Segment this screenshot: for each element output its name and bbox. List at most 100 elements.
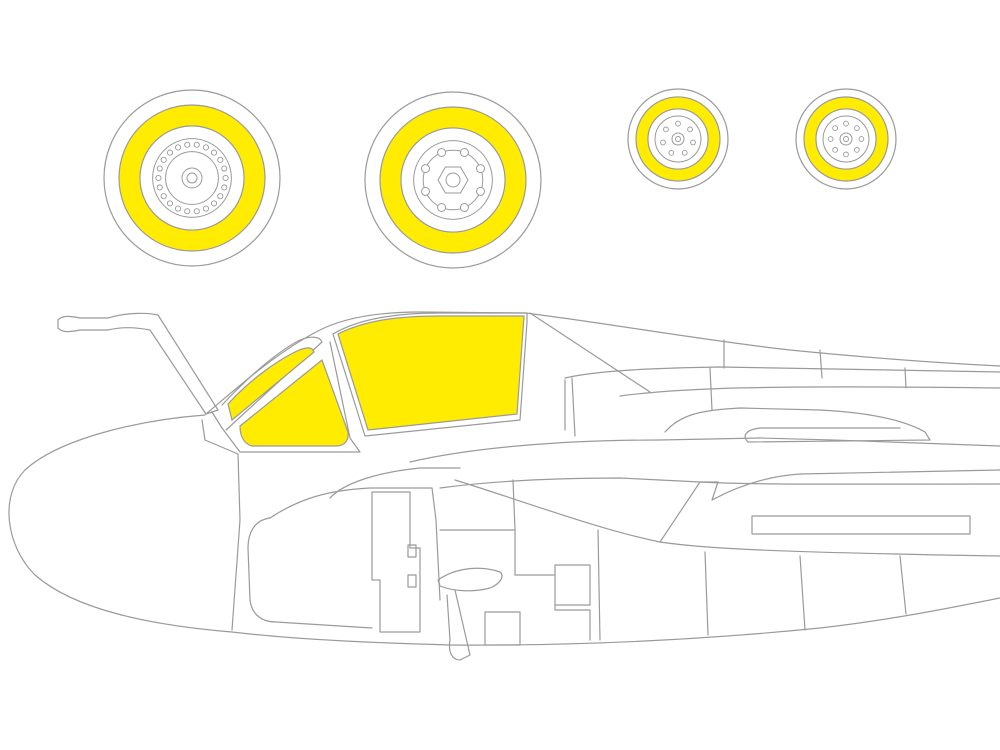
hub-bolt xyxy=(421,164,431,174)
hub-ring xyxy=(152,138,232,218)
hub-bolt xyxy=(437,148,447,158)
hub-bolt xyxy=(681,150,688,156)
hub-bolt xyxy=(690,139,696,146)
axle-center xyxy=(675,136,681,142)
hub-bolt xyxy=(184,141,191,148)
ventral-pod xyxy=(437,567,503,592)
axle-center xyxy=(843,136,849,142)
canopy-frame xyxy=(332,312,528,437)
panel-line xyxy=(799,555,806,631)
axle-center xyxy=(186,172,198,184)
upper-fuselage xyxy=(205,311,1000,415)
hub-bolt xyxy=(166,149,174,156)
wing-access-panel xyxy=(751,515,971,535)
hub-bolt xyxy=(155,174,162,182)
wing-glove xyxy=(439,477,1000,489)
hub-bolt xyxy=(156,165,163,172)
hub-bolt xyxy=(193,208,200,215)
hub-rim xyxy=(400,127,506,233)
hub-bolt xyxy=(687,126,693,133)
panel-line xyxy=(529,312,651,393)
windscreen-front-frame xyxy=(221,336,323,431)
hub-bolt xyxy=(660,139,666,146)
windscreen-frame xyxy=(211,341,361,453)
refueling-probe xyxy=(57,312,219,415)
ventral-pylon xyxy=(446,589,471,661)
hub-bolt xyxy=(217,156,224,163)
panel-line xyxy=(899,555,907,615)
hub-ring xyxy=(654,115,702,163)
hub-bolt xyxy=(827,136,834,142)
hub-bolt xyxy=(475,186,485,196)
hub-bolt xyxy=(174,205,182,212)
panel-line xyxy=(512,479,516,531)
lower-panel-lines xyxy=(439,529,591,646)
upper-spine-panel xyxy=(564,366,1000,379)
hub-bolt xyxy=(843,151,849,158)
intake-duct xyxy=(269,487,441,601)
hub-bolt xyxy=(668,150,675,156)
hub-bolt xyxy=(421,186,431,196)
hub-bolt xyxy=(210,149,218,156)
panel-line xyxy=(709,367,713,411)
axle-cap xyxy=(671,132,685,146)
hub-bolt xyxy=(221,184,228,191)
gear-hinge-2 xyxy=(407,574,417,588)
hub-bolt xyxy=(156,184,163,191)
panel-line xyxy=(597,529,601,641)
hub-ring xyxy=(413,140,493,220)
hub-bolt xyxy=(221,165,228,172)
hub-bolt xyxy=(193,141,200,148)
wing-root-leading-edge xyxy=(409,437,1000,463)
axle-cap xyxy=(181,167,203,189)
wing-fillet xyxy=(659,469,1000,543)
hub-bolt xyxy=(832,147,838,153)
canopy-main-pane-mask xyxy=(337,315,525,431)
hub-bolt xyxy=(854,125,860,131)
hub-bolt xyxy=(184,208,191,215)
hub-bolt xyxy=(202,205,210,212)
hub-bolt xyxy=(217,193,224,200)
hub-rim xyxy=(139,125,245,231)
hub-bolt xyxy=(166,200,174,207)
hub-bolt xyxy=(437,202,447,212)
hub-bolt xyxy=(475,164,485,174)
hub-hex-nut xyxy=(437,166,469,194)
wing-trailing-line xyxy=(454,479,1000,557)
hub-ring xyxy=(822,115,870,163)
panel-line xyxy=(819,349,823,379)
hub-inner-ring xyxy=(422,149,484,211)
hub-bolt xyxy=(854,147,860,153)
hub-bolt xyxy=(160,156,167,163)
panel-line xyxy=(704,551,709,636)
hub-bolt xyxy=(675,120,681,127)
hub-bolt xyxy=(160,193,167,200)
hub-bolt xyxy=(222,174,229,182)
upper-spine-panel-2 xyxy=(619,386,1000,397)
nose-wheel-right xyxy=(795,88,897,190)
windscreen-left-pane-mask xyxy=(227,347,315,422)
hub-rim xyxy=(815,108,877,170)
hub-bolt xyxy=(210,200,218,207)
nose-wheel-left xyxy=(627,88,729,190)
hub-bolt xyxy=(843,120,849,127)
intake-ring xyxy=(329,467,461,499)
main-wheel-left xyxy=(103,89,281,267)
engine-nacelle-bump xyxy=(664,407,931,443)
canopy-masks xyxy=(227,315,525,447)
nose-radome xyxy=(8,414,233,633)
hub-bolt xyxy=(858,136,865,142)
wheels-group xyxy=(103,88,897,269)
hub-bolt xyxy=(663,126,669,133)
main-wheel-right xyxy=(364,91,542,269)
nose-bulkhead xyxy=(201,419,241,631)
hub-bolt xyxy=(832,125,838,131)
axle-center xyxy=(445,172,461,188)
panel-line xyxy=(571,377,576,437)
gear-bay xyxy=(371,491,421,633)
hub-bolt xyxy=(459,148,469,158)
hub-bolt xyxy=(202,144,210,151)
axle-cap xyxy=(839,132,853,146)
